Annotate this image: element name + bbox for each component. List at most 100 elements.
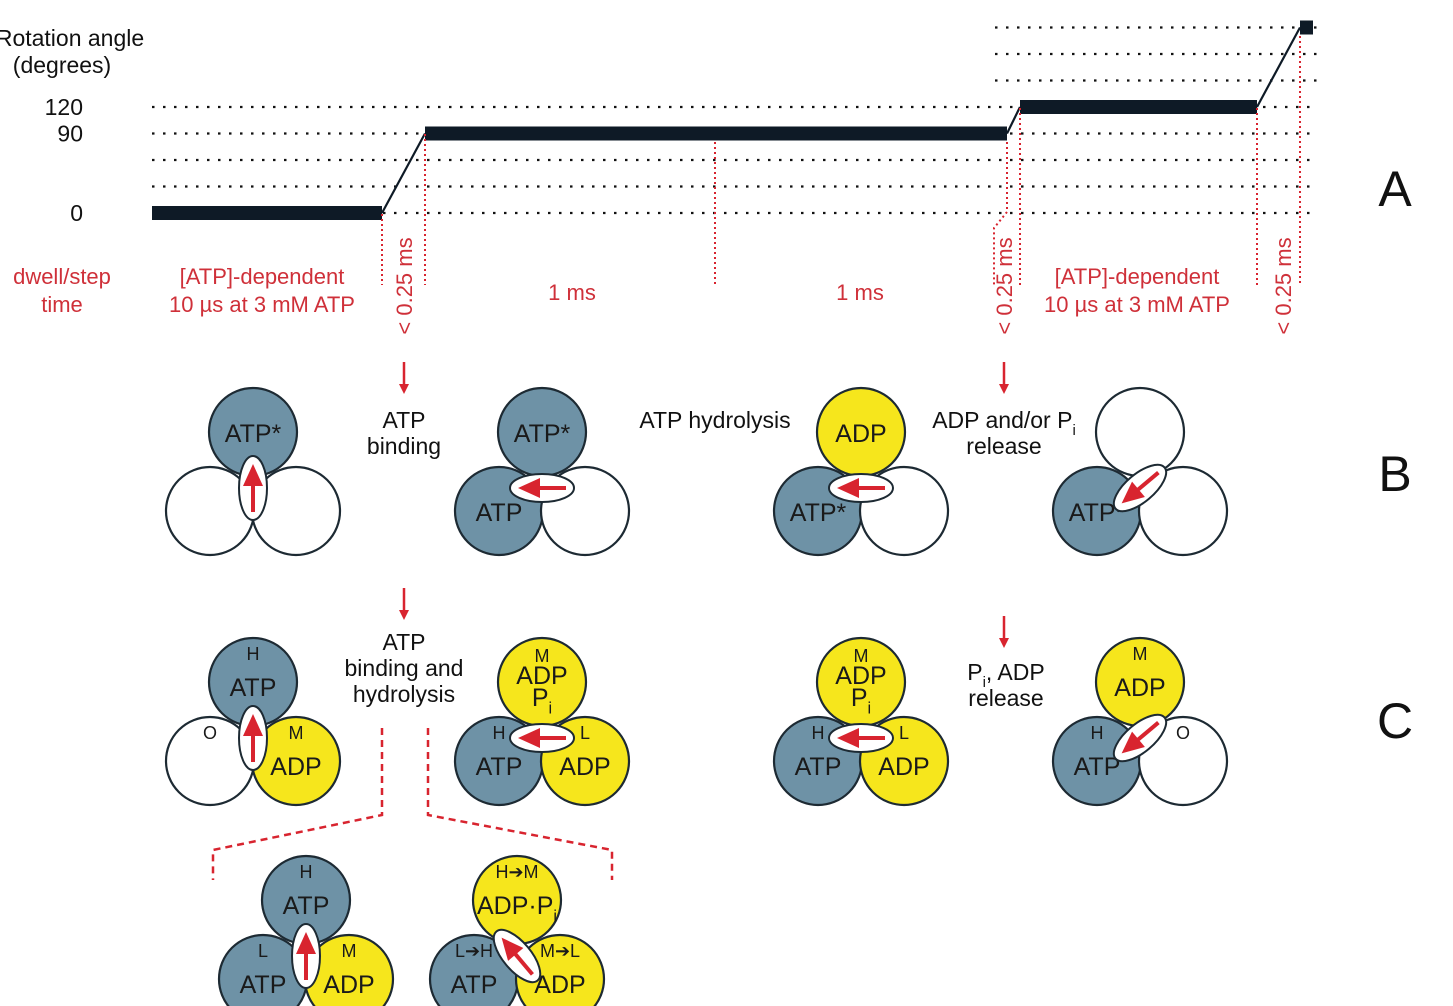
nucleotide-label: ATP	[476, 753, 523, 781]
gamma-subunit-up-arrow-icon	[291, 923, 321, 989]
dwell-time-label-line1: [ATP]-dependent	[1055, 264, 1220, 289]
text-segment: P	[851, 684, 868, 712]
text-segment: ADP	[1114, 674, 1165, 702]
panel-letter-b: B	[1378, 446, 1411, 502]
alpha3beta3-trimer: ATP* ADP	[772, 386, 950, 557]
text-segment: ADP	[835, 420, 886, 448]
gamma-subunit-up-arrow-icon	[238, 455, 268, 521]
site-label: M	[342, 941, 357, 961]
transition-label: release	[968, 685, 1043, 711]
text-segment: ADP and/or P	[932, 407, 1072, 433]
arrow-head	[296, 932, 316, 954]
arrow-head	[518, 728, 540, 748]
rotation-step-90-to-120	[1006, 106, 1021, 134]
transition-label: binding and	[345, 655, 464, 681]
panel-letter-a: A	[1378, 161, 1412, 217]
nucleotide-label: ADP	[323, 971, 374, 999]
nucleotide-label: ATP	[795, 753, 842, 781]
site-label: H➔M	[495, 862, 538, 882]
beta-subunit-bl-atp: L➔H ATP	[428, 933, 520, 1006]
dwell-time-label-line1: [ATP]-dependent	[180, 264, 345, 289]
panel-letter-c: C	[1377, 693, 1413, 749]
transition-label: ADP and/or Pi	[932, 407, 1076, 439]
transition-down-arrow-icon	[399, 362, 409, 394]
arrow-head	[243, 464, 263, 486]
gamma-subunit-left-arrow-icon	[509, 723, 575, 753]
nucleotide-label: ADP	[835, 662, 886, 690]
nucleotide-label: ATP	[451, 971, 498, 999]
nucleotide-label: ATP	[230, 674, 277, 702]
y-tick-label: 90	[57, 121, 83, 147]
text-segment: P	[967, 659, 982, 685]
nucleotide-label: ATP	[283, 892, 330, 920]
text-segment: ADP	[516, 662, 567, 690]
subscript: i	[868, 700, 872, 718]
arrow-head	[837, 478, 859, 498]
subunit-circle	[514, 933, 606, 1006]
subscript: i	[549, 700, 553, 718]
arrow-shaft	[1134, 721, 1160, 744]
text-segment: ATP	[476, 499, 523, 527]
transition-label: hydrolysis	[353, 681, 455, 707]
arrow-shaft	[1134, 471, 1160, 494]
text-segment: ATP*	[225, 420, 282, 448]
text-segment: release	[968, 685, 1043, 711]
site-label: M	[854, 646, 869, 666]
step-time-label: < 0.25 ms	[992, 237, 1017, 334]
rotation-step-120-to-210	[1256, 26, 1301, 108]
nucleotide-label: ATP	[1074, 753, 1121, 781]
subunit-circle	[1137, 715, 1229, 807]
arrow-head	[243, 714, 263, 736]
beta-subunit-top-adp: ADP	[815, 386, 907, 478]
text-segment: ATP	[1074, 753, 1121, 781]
gamma-subunit-up-arrow-icon	[238, 705, 268, 771]
dwell-segment-0-deg	[152, 206, 382, 220]
beta-subunit-br-empty	[1137, 465, 1229, 557]
step-time-label: < 0.25 ms	[392, 237, 417, 334]
nucleotide-label: ADP	[270, 753, 321, 781]
phosphate-label: Pi	[532, 684, 552, 718]
nucleotide-label: ADP·Pi	[477, 892, 557, 926]
subscript: i	[983, 674, 986, 691]
transition-label: release	[966, 433, 1041, 459]
gamma-subunit-down-left-arrow-icon	[1112, 713, 1168, 763]
subunit-circle	[1137, 465, 1229, 557]
gamma-subunit-left-arrow-icon	[828, 473, 894, 503]
rotation-step-0-to-90	[381, 132, 426, 214]
text-segment: ATP	[795, 753, 842, 781]
beta-subunit-br-adp: M ADP	[303, 933, 395, 1006]
dwell-time-label-line2: 10 µs at 3 mM ATP	[1044, 292, 1230, 317]
nucleotide-label: ATP	[476, 499, 523, 527]
text-segment: ADP·P	[477, 892, 553, 920]
nucleotide-label: ADP	[835, 420, 886, 448]
site-label: L➔H	[455, 941, 493, 961]
alpha3beta3-trimer: ATP*	[164, 386, 342, 557]
step-time-label: < 0.25 ms	[1271, 237, 1296, 334]
text-segment: ADP	[534, 971, 585, 999]
text-segment: ADP	[559, 753, 610, 781]
time-divider-line	[993, 142, 1008, 285]
dwell-segment-120-deg	[1020, 100, 1257, 114]
text-segment: ATP*	[790, 499, 847, 527]
text-segment: ATP	[382, 407, 425, 433]
transition-label: ATP	[382, 407, 425, 433]
transition-label: ATP	[382, 629, 425, 655]
y-axis-label-line1: Rotation angle	[0, 25, 144, 51]
dwell-segment-90-deg	[425, 126, 1007, 141]
beta-subunit-top-atp: ATP*	[496, 386, 588, 478]
subunit-circle	[1094, 386, 1186, 478]
text-segment: ADP	[878, 753, 929, 781]
nucleotide-label: ATP*	[514, 420, 571, 448]
dwell-time-label: 1 ms	[548, 280, 596, 305]
gamma-subunit-down-left-arrow-icon	[1112, 463, 1168, 513]
nucleotide-label: ATP*	[790, 499, 847, 527]
